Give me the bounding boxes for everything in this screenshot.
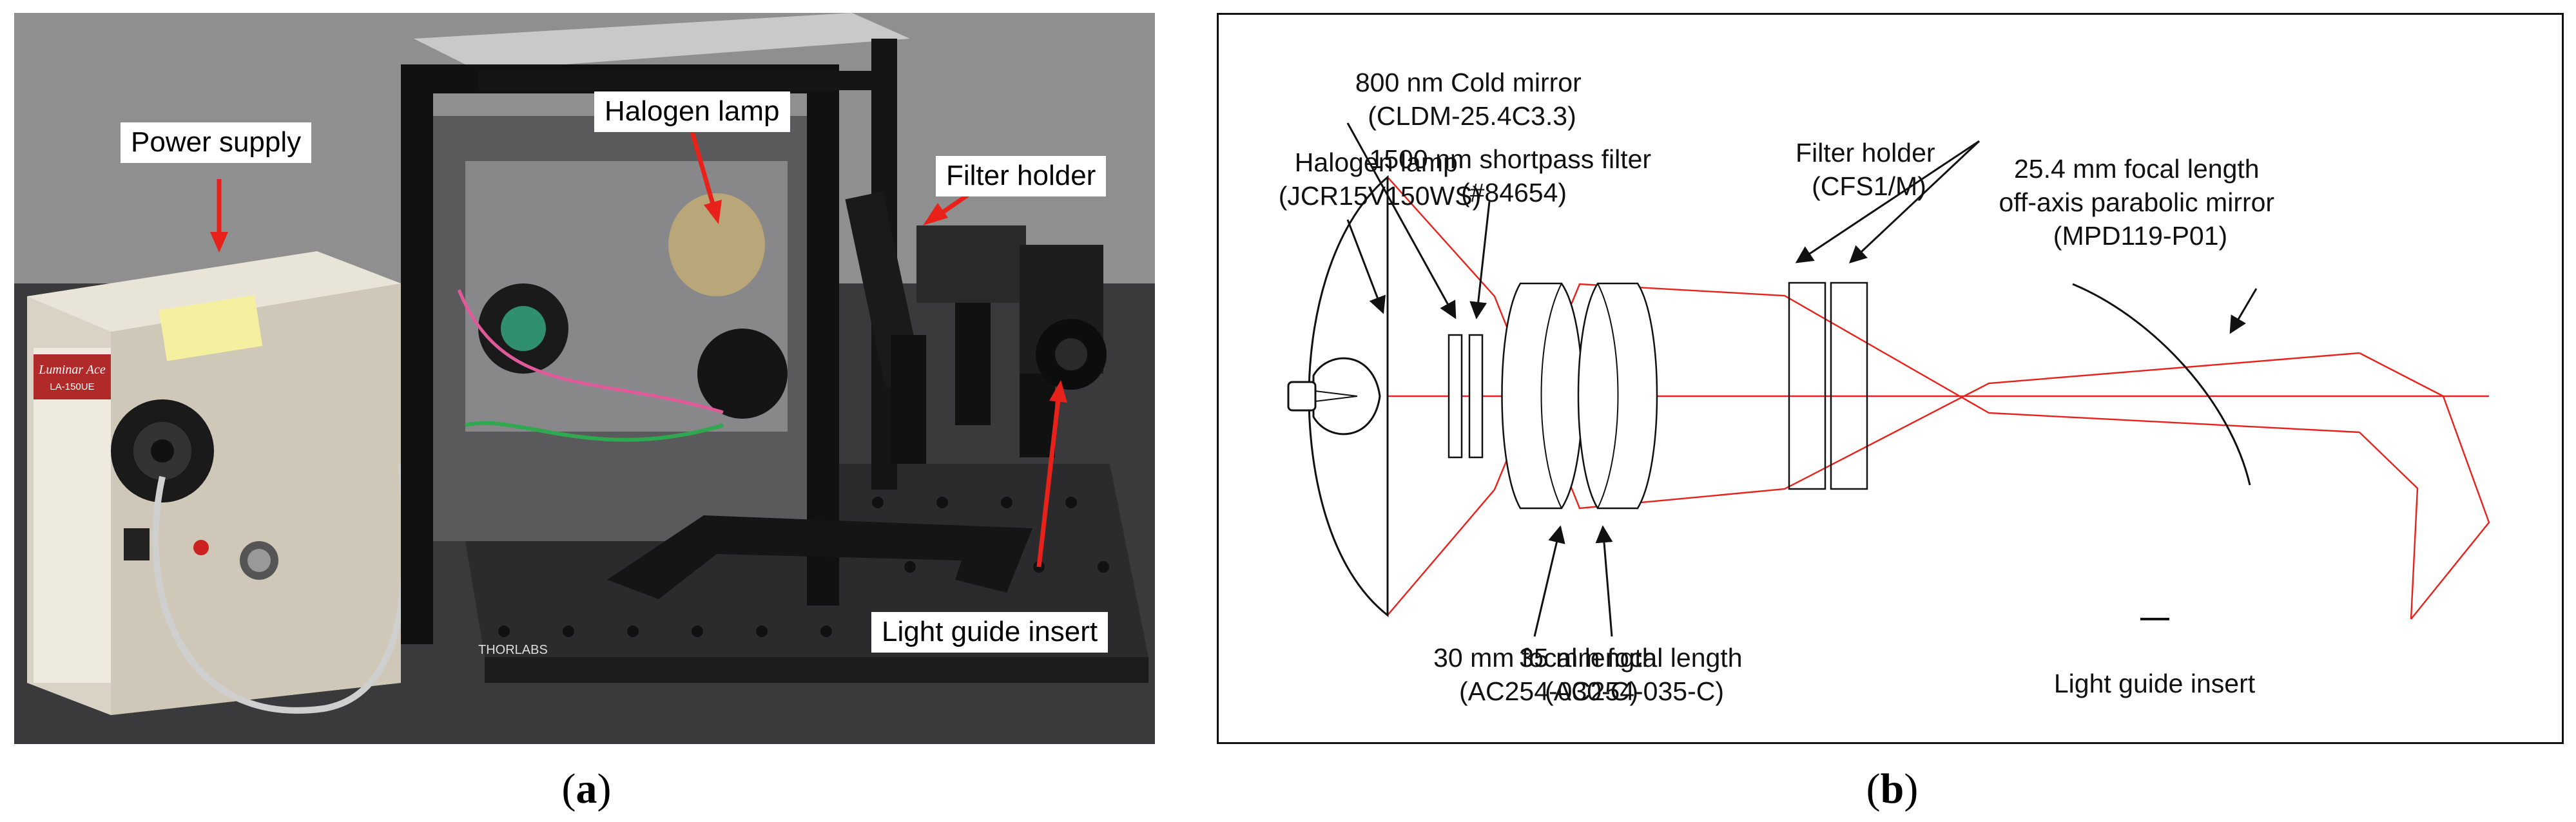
internal-components [457,193,1107,464]
ray-upper [1387,177,2360,510]
label-parabolic-mirror: 25.4 mm focal length off-axis parabolic … [1999,154,2281,251]
rail-post [955,303,991,425]
bench-brand-text: THORLABS [478,643,548,657]
rail-post [891,335,926,464]
filter-holder-unit [916,225,1026,303]
lens-35mm [1577,282,1658,510]
label-halogen-lamp: Halogen lamp [594,91,790,132]
label-filter-holder: Filter holder (CFS1/M) [1796,138,1942,201]
label-cold-mirror: 800 nm Cold mirror (CLDM-25.4C3.3) [1355,68,1589,131]
ray-reflected-a [2359,352,2490,620]
lens-mount [697,329,788,419]
lens-30mm [1501,282,1583,510]
ray-reflected-b [2359,432,2419,620]
panel-a-photo: Luminar Ace LA-150UE [14,13,1155,744]
pointer-arrows [1346,122,2258,637]
label-halogen-lamp: Halogen lamp (JCR15V150WS) [1279,148,1481,211]
ray-lower [1387,283,2360,616]
cold-mirror [1448,334,1463,459]
caption-b-letter: b [1880,765,1904,812]
carry-handle [607,515,1032,599]
label-lens-35mm: 35 mm focal length (AC254-035-C) [1519,643,1750,706]
label-filter-holder: Filter holder [936,156,1107,196]
caption-a: (a) [561,765,612,812]
light-rays [1313,177,2490,620]
panel-b-diagram: Halogen lamp (JCR15V150WS) 800 nm Cold m… [1217,13,2564,744]
power-switch [124,528,150,560]
lamp-bulb [1312,357,1381,435]
label-power-supply: Power supply [121,122,312,163]
lamp-filament [1315,390,1358,402]
halogen-lamp-symbol [1287,175,1389,618]
label-light-guide-insert: Light guide insert [2054,669,2256,698]
lamp-base [1287,381,1317,412]
parabolic-mirror [2072,283,2251,486]
brand-label [34,354,111,399]
filter-holder-1 [1788,282,1826,490]
component-labels: Halogen lamp (JCR15V150WS) 800 nm Cold m… [1279,68,2281,706]
filter-holder-2 [1830,282,1868,490]
halogen-lamp-housing [668,193,765,296]
brand-text: Luminar Ace [38,363,106,377]
label-shortpass-filter: 1500 nm shortpass filter (#84654) [1370,144,1659,207]
optical-schematic: Halogen lamp (JCR15V150WS) 800 nm Cold m… [1279,68,2490,706]
model-text: LA-150UE [50,381,94,392]
shortpass-filter [1468,334,1484,459]
power-supply-unit: Luminar Ace LA-150UE [27,251,401,715]
label-lens-30mm: 30 mm focal length (AC254-030-C) [1433,643,1664,706]
label-light-guide-insert: Light guide insert [871,612,1109,653]
caption-b: (b) [1866,765,1919,812]
photo-illustration: Luminar Ace LA-150UE [14,13,1155,744]
caption-a-letter: a [576,765,597,812]
